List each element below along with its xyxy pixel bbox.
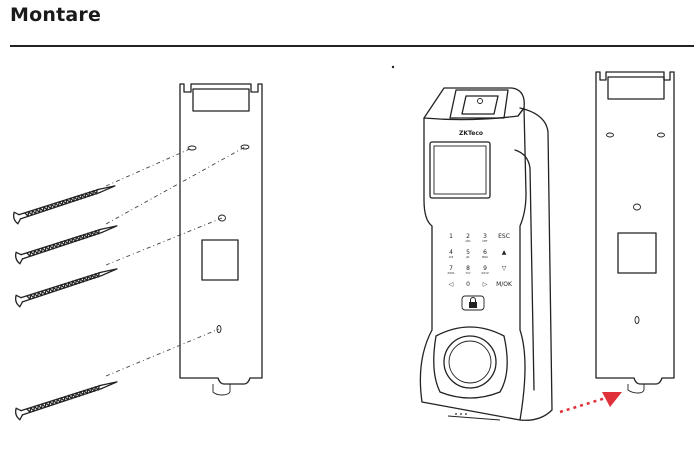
lock-icon [469,297,477,308]
keypad-key: 7 [449,265,453,272]
screw-icon [11,179,118,225]
title-divider [10,45,694,47]
keypad-key: ESC [498,233,510,240]
keypad-key: 8 [466,265,470,272]
keypad-key-letters: GHI [449,255,454,259]
back-plate-right [595,71,675,394]
keypad-key-letters: PQRS [448,271,455,275]
keypad-key-letters: MNO [482,255,488,259]
keypad-key: M/OK [496,281,513,288]
keypad-key: 4 [449,249,453,256]
keypad-key-letters: JKL [465,255,470,259]
keypad-key: 0 [466,281,470,288]
keypad-key: 9 [483,265,487,272]
screw-icon [13,262,120,308]
keypad-key: ▷ [483,281,488,288]
page-title: Montare [10,4,102,26]
keypad-key-letters: DEF [483,239,489,243]
screw-icon [13,219,120,265]
keypad-key: ▲ [502,249,507,256]
keypad-key: 6 [483,249,487,256]
keypad-key: 1 [449,233,453,240]
arrow-icon [559,392,622,414]
keypad-key-letters: WXYZ [481,271,489,275]
keypad-key: 2 [466,233,470,240]
keypad-key-letters: ABC [465,239,470,243]
keypad-key-letters: TUV [465,271,470,275]
keypad-key: 5 [466,249,470,256]
screw-icon [13,375,120,421]
keypad-key: ▽ [502,265,507,272]
keypad-key: 3 [483,233,487,240]
back-plate-left [179,83,263,396]
brand-label: ZKTeco [459,130,483,137]
keypad-key: ◁ [449,281,454,288]
